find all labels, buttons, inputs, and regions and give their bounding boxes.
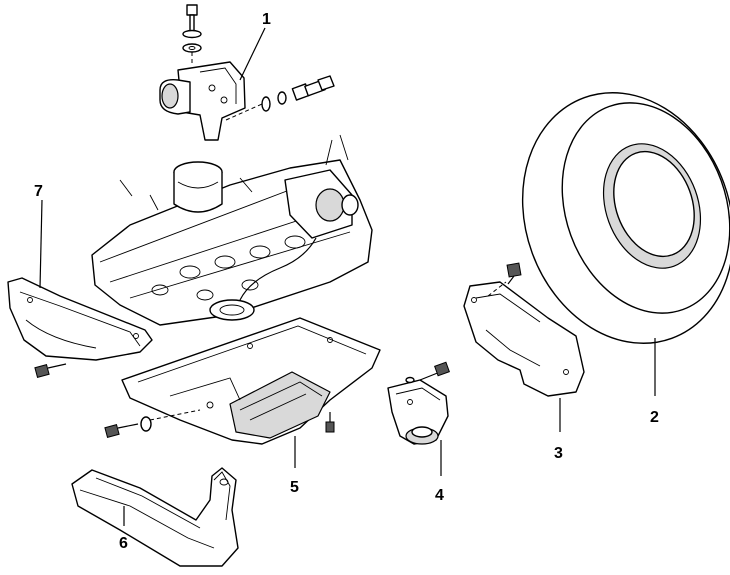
engine-mount-lower	[387, 361, 450, 445]
leader-lines	[39, 27, 656, 526]
side-shield	[463, 262, 585, 397]
callout-labels: 1 2 3 4 5 6 7	[34, 11, 659, 552]
spare-tire	[521, 92, 730, 344]
callout-3: 3	[554, 445, 563, 462]
callout-7: 7	[34, 183, 43, 200]
callout-2: 2	[650, 409, 659, 426]
side-cover	[7, 277, 153, 378]
leader-7	[39, 199, 43, 289]
callout-4: 4	[435, 487, 444, 504]
leader-1	[239, 27, 266, 81]
lower-shield	[71, 467, 239, 567]
callout-5: 5	[290, 479, 299, 496]
callout-1: 1	[262, 11, 271, 28]
callout-6: 6	[119, 535, 128, 552]
engine-block	[91, 134, 373, 326]
engine-mount-upper	[159, 4, 335, 141]
oil-pan	[104, 317, 381, 445]
